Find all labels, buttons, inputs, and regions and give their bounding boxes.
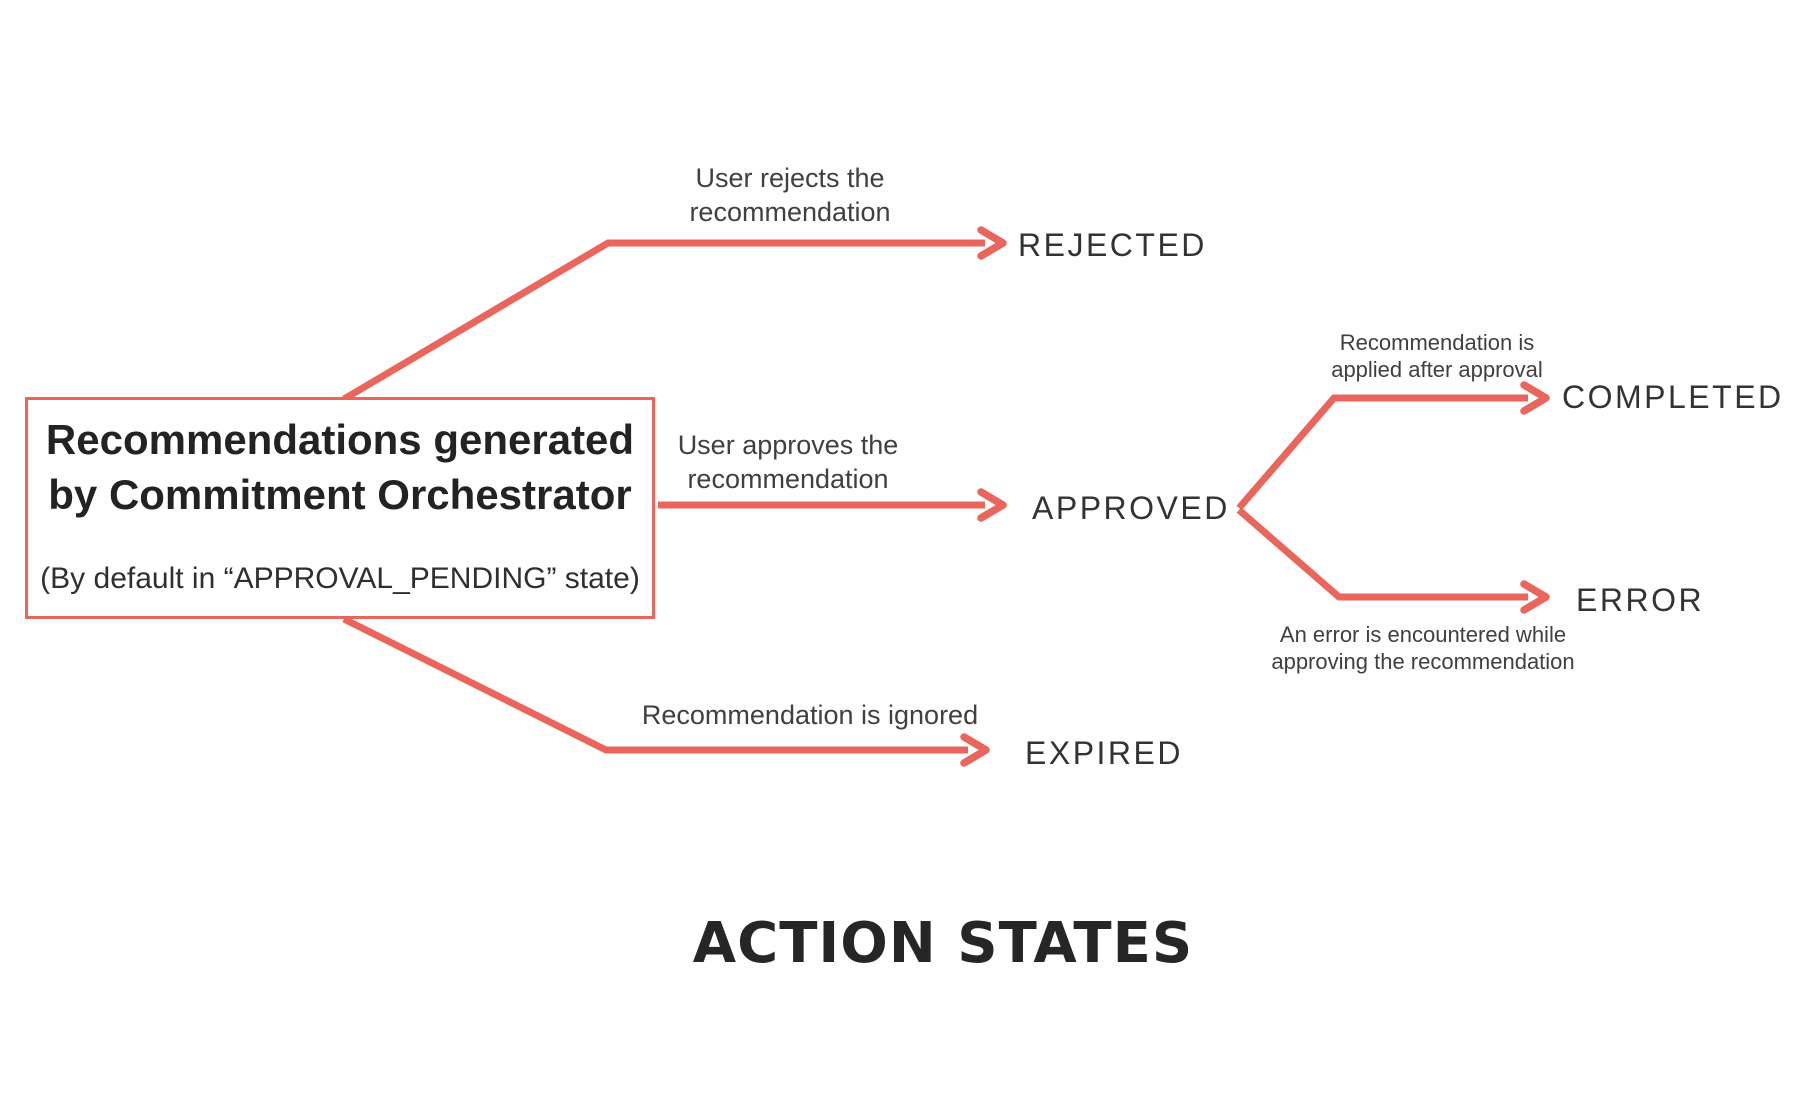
annotation-approved: User approves the recommendation bbox=[678, 428, 899, 496]
annotation-error-line2: approving the recommendation bbox=[1271, 649, 1575, 674]
state-label-rejected: REJECTED bbox=[1018, 227, 1207, 263]
annotation-rejected: User rejects the recommendation bbox=[689, 161, 890, 229]
source-box: Recommendations generated by Commitment … bbox=[25, 397, 655, 619]
state-label-expired: EXPIRED bbox=[1025, 735, 1183, 771]
state-label-completed: COMPLETED bbox=[1562, 379, 1784, 415]
annotation-expired: Recommendation is ignored bbox=[642, 698, 978, 732]
annotation-approved-line2: recommendation bbox=[687, 464, 889, 494]
state-label-error: ERROR bbox=[1576, 582, 1705, 618]
annotation-error-line1: An error is encountered while bbox=[1279, 622, 1567, 647]
source-title-line1: Recommendations generated bbox=[45, 416, 635, 463]
annotation-rejected-line1: User rejects the bbox=[695, 163, 885, 193]
annotation-expired-line1: Recommendation is ignored bbox=[641, 700, 979, 730]
arrow-completed-connector bbox=[1236, 381, 1550, 511]
state-label-approved: APPROVED bbox=[1032, 490, 1230, 526]
diagram-title: ACTION STATES bbox=[692, 911, 1194, 976]
annotation-completed-line1: Recommendation is bbox=[1339, 330, 1535, 355]
source-title-line2: by Commitment Orchestrator bbox=[48, 470, 632, 518]
source-subtitle: (By default in “APPROVAL_PENDING” state) bbox=[40, 562, 640, 596]
annotation-approved-line1: User approves the bbox=[677, 430, 899, 460]
arrow-error-connector bbox=[1236, 507, 1550, 614]
arrow-rejected-connector bbox=[342, 226, 1007, 403]
annotation-rejected-line2: recommendation bbox=[689, 197, 891, 227]
annotation-completed: Recommendation is applied after approval bbox=[1331, 329, 1543, 383]
annotation-error: An error is encountered while approving … bbox=[1271, 621, 1574, 675]
annotation-completed-line2: applied after approval bbox=[1331, 357, 1543, 382]
arrow-expired-connector bbox=[342, 615, 990, 767]
